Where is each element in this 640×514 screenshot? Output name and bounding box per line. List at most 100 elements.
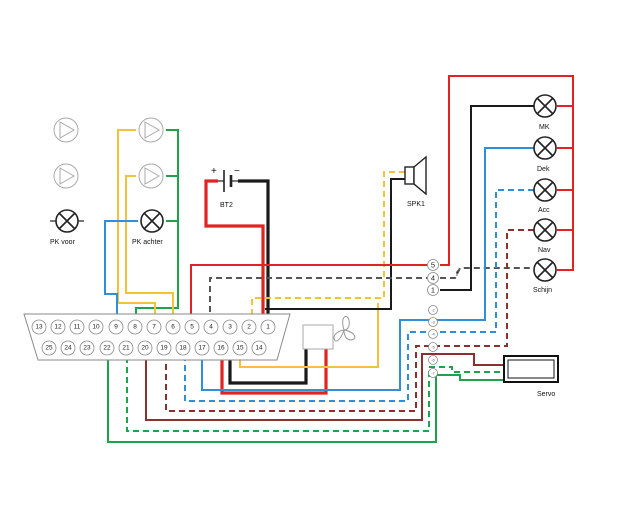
pin-label-17: 17 — [198, 345, 206, 352]
lamps-right: MK Dek Acc Nav Schijn — [533, 94, 557, 294]
terminal-small-3 — [428, 329, 438, 339]
connector-top-row: 13 12 11 10 9 8 7 6 5 4 3 2 1 — [31, 319, 276, 335]
wire-dek-blue — [201, 147, 534, 391]
terminal-small-label-3: -4 — [431, 332, 435, 337]
speaker-spk1: SPK1 — [404, 155, 427, 208]
amp-mid-left — [53, 163, 79, 189]
lamp-pk-voor-cross — [58, 212, 76, 230]
pin-19 — [156, 340, 172, 356]
lamp-acc-cross — [536, 181, 554, 199]
pin-label-21: 21 — [122, 345, 130, 352]
pin-3 — [222, 319, 238, 335]
wire-servo-green-dash — [126, 347, 504, 432]
lamp-pk-achter: PK achter — [132, 209, 164, 246]
battery-bt2: + − BT2 — [211, 166, 240, 209]
terminal-4 — [427, 272, 439, 284]
servo: Servo — [503, 355, 559, 398]
wire-servo-brown — [145, 347, 504, 421]
terminal-small-5 — [428, 355, 438, 365]
lamp-acc: Acc — [533, 178, 557, 214]
pin-13 — [31, 319, 47, 335]
terminal-small-1 — [428, 305, 438, 315]
wire-term5-red — [190, 264, 427, 322]
connector-bottom-row: 25 24 23 22 21 20 19 18 17 16 15 14 — [41, 340, 267, 356]
lamp-nav-label: Nav — [538, 247, 551, 254]
terminal-small-label-4: -5 — [431, 345, 435, 350]
servo-label: Servo — [537, 391, 555, 398]
lamp-schijn-cross — [536, 261, 554, 279]
pin-23 — [79, 340, 95, 356]
wires — [104, 75, 574, 443]
wire-mk-red — [440, 75, 574, 271]
pin-1 — [260, 319, 276, 335]
wire-speaker-yellow — [251, 171, 405, 322]
pin-6 — [165, 319, 181, 335]
wire-acc-blue-dash — [184, 189, 534, 402]
lamp-acc-label: Acc — [538, 207, 550, 214]
pin-15 — [232, 340, 248, 356]
lamp-mk-cross — [536, 97, 554, 115]
pin-label-22: 22 — [103, 345, 111, 352]
fan-icon — [333, 315, 356, 342]
wire-pk-blue — [104, 220, 138, 322]
wire-nav-brown-dash — [165, 229, 534, 412]
pin-label-4: 4 — [209, 324, 213, 331]
pin-20 — [137, 340, 153, 356]
pin-25 — [41, 340, 57, 356]
pin-8 — [127, 319, 143, 335]
pin-5 — [184, 319, 200, 335]
pin-label-1: 1 — [266, 324, 270, 331]
db25-connector: 13 12 11 10 9 8 7 6 5 4 3 2 1 — [23, 313, 291, 361]
pin-4 — [203, 319, 219, 335]
lamp-schijn: Schijn — [533, 258, 557, 294]
pin-label-16: 16 — [217, 345, 225, 352]
pin-16 — [213, 340, 229, 356]
wire-fan-red — [220, 336, 328, 395]
battery-plus-sign: + — [211, 166, 217, 177]
pin-label-18: 18 — [179, 345, 187, 352]
lamp-pk-voor: PK voor — [50, 209, 84, 246]
wire-pk-yellow-6 — [125, 175, 174, 322]
pin-18 — [175, 340, 191, 356]
pin-label-11: 11 — [74, 324, 81, 331]
pin-label-7: 7 — [152, 324, 156, 331]
pin-label-19: 19 — [160, 345, 168, 352]
terminal-small-label-5: -6 — [431, 358, 435, 363]
fan-housing-box — [302, 324, 334, 350]
pin-label-5: 5 — [190, 324, 194, 331]
battery-label: BT2 — [220, 202, 233, 209]
pin-label-20: 20 — [141, 345, 149, 352]
wire-term4-black-dash — [209, 277, 427, 322]
terminal-small-2 — [428, 317, 438, 327]
pin-22 — [99, 340, 115, 356]
wire-term1-black — [440, 105, 534, 291]
amp-mid-right — [138, 163, 164, 189]
pin-12 — [50, 319, 66, 335]
lamp-mk-label: MK — [539, 124, 550, 131]
speaker-body — [404, 166, 415, 185]
speaker-icon — [413, 155, 427, 196]
terminal-label-1: 1 — [431, 286, 435, 295]
left-components: PK voor PK achter — [50, 117, 164, 246]
wire-lamp-red-bus — [557, 105, 573, 231]
pin-17 — [194, 340, 210, 356]
pin-21 — [118, 340, 134, 356]
lamp-dek-label: Dek — [537, 166, 550, 173]
lamp-mk: MK — [533, 94, 557, 131]
terminal-5 — [427, 259, 439, 271]
pin-10 — [88, 319, 104, 335]
speaker-label: SPK1 — [407, 201, 425, 208]
terminal-small-label-2: -3 — [431, 320, 435, 325]
pin-label-24: 24 — [64, 345, 72, 352]
terminal-1 — [427, 284, 439, 296]
wire-pk-green — [135, 129, 179, 322]
lamp-nav: Nav — [533, 218, 557, 254]
pin-14 — [251, 340, 267, 356]
pin-label-23: 23 — [83, 345, 91, 352]
pin-label-3: 3 — [228, 324, 232, 331]
battery-minus-sign: − — [234, 166, 240, 177]
terminal-small-label-6: -7 — [431, 371, 435, 376]
pin-label-13: 13 — [35, 324, 43, 331]
pin-7 — [146, 319, 162, 335]
